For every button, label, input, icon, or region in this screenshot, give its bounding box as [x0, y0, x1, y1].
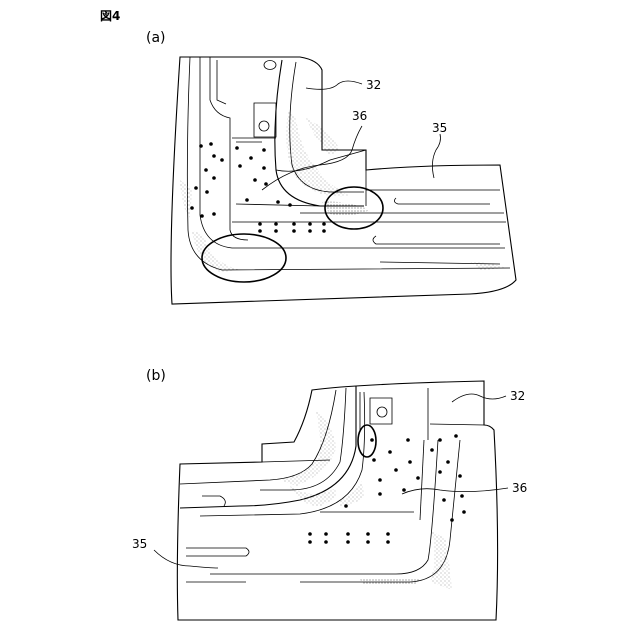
panel-b-shading-pillar [280, 410, 336, 486]
panel-b-leader-35 [154, 550, 218, 568]
panel-a-ref-32: 32 [366, 78, 381, 92]
panel-a-ref-35: 35 [432, 121, 447, 135]
panel-b-ref-32: 32 [510, 389, 525, 403]
panel-a-leader-35 [432, 134, 440, 178]
panel-a-sill-35 [232, 170, 506, 222]
panel-b-ref-35: 35 [132, 537, 147, 551]
panel-a-bracket [254, 103, 276, 137]
panel-b-leader-32 [452, 394, 506, 402]
panel-b-bracket [370, 398, 392, 424]
panel-a-ref-36: 36 [352, 109, 367, 123]
figure-title: 図4 [100, 9, 120, 23]
panel-b-sill-35 [186, 548, 249, 556]
panel-a: (a) [146, 30, 516, 304]
panel-a-shading-pillar [286, 110, 350, 197]
panel-b-label: (b) [146, 368, 166, 384]
panel-a-leader-32 [306, 81, 362, 89]
panel-a-label: (a) [146, 30, 166, 46]
panel-b: (b) [132, 368, 527, 620]
panel-b-ref-36: 36 [512, 481, 527, 495]
